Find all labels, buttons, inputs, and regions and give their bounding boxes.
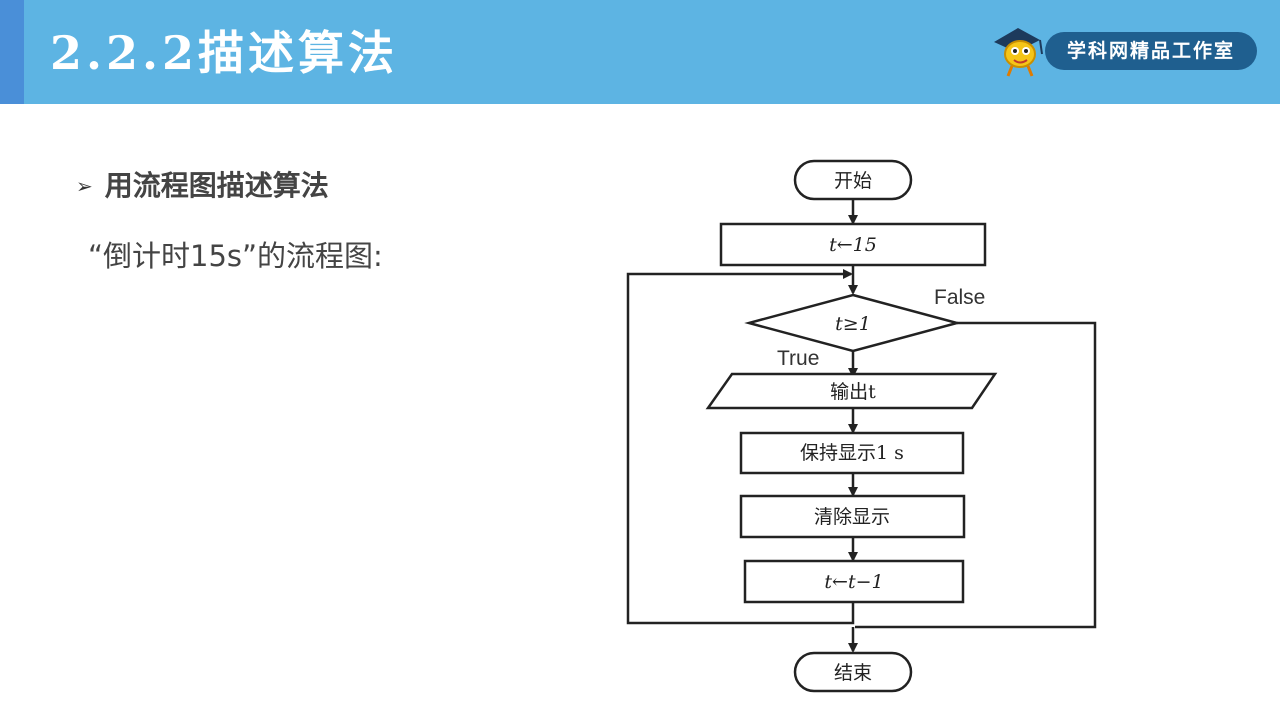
header-bar: 2.2.2描述算法 学科网精品工作室 [0,0,1280,104]
init-label: t←15 [829,234,877,256]
output-label: 输出t [830,381,876,403]
init-process [719,222,987,267]
output-io [705,372,998,410]
hold-process [739,431,965,475]
brand-logo: 学科网精品工作室 [990,14,1260,78]
clear-label: 清除显示 [814,506,890,528]
false-branch-label: False [934,286,985,309]
loop-back-connector [626,269,855,625]
hold-label: 保持显示1 s [800,442,904,464]
bullet-heading-text: 用流程图描述算法 [104,169,329,202]
decrement-label: t←t−1 [824,571,883,593]
condition-label: t≥1 [835,313,871,335]
header-accent-strip [0,0,24,104]
countdown-flowchart: 开始 t←15 t≥1 False True 输出t 保持显示1 s 清除显示 … [626,159,1097,693]
logo-text: 学科网精品工作室 [1045,32,1257,70]
bullet-arrow-icon: ➢ [76,174,93,198]
slide-title: 2.2.2描述算法 [50,26,399,80]
flowchart-caption: “倒计时15s”的流程图: [88,239,383,273]
bullet-heading: ➢ 用流程图描述算法 [76,166,329,206]
false-branch-connector [855,321,1097,629]
end-label: 结束 [834,662,872,684]
start-label: 开始 [834,170,872,192]
end-terminal [793,651,913,693]
mascot-icon [994,28,1043,77]
true-branch-label: True [777,347,819,370]
